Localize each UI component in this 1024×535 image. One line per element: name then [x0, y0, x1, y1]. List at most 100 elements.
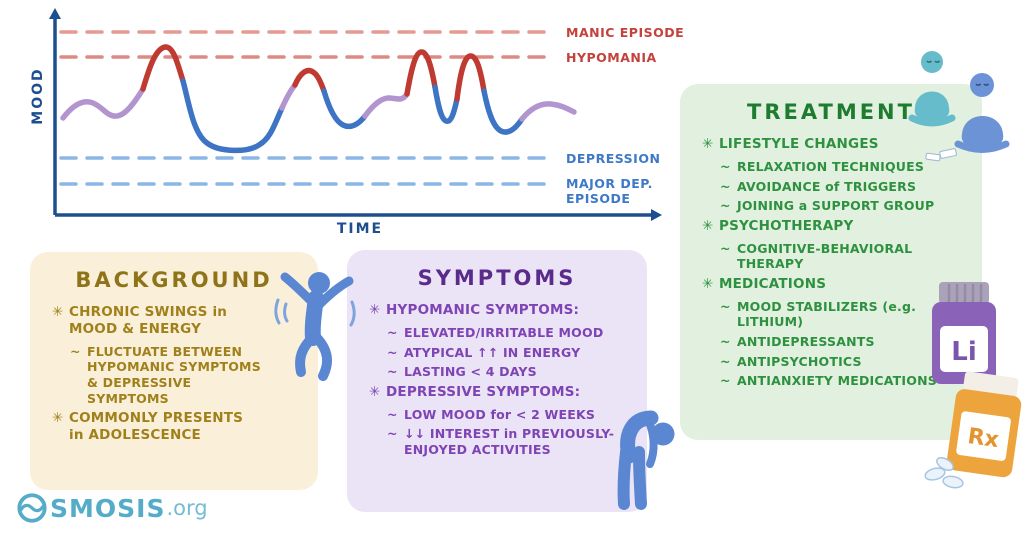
- mood-curve-depressive-trough: [180, 78, 285, 154]
- slumped-figure-illustration: [617, 410, 675, 510]
- list-item: ✳ PSYCHOTHERAPY: [702, 218, 966, 235]
- tilde-bullet-icon: ~: [387, 364, 398, 380]
- list-item: ~ ANTIANXIETY MEDICATIONS: [720, 373, 966, 389]
- pills-icon: [924, 457, 964, 489]
- list-item-text: ANTIDEPRESSANTS: [737, 334, 875, 349]
- mood-curve-baseline-segment: [362, 91, 410, 119]
- meditating-figures-illustration: [908, 51, 1010, 162]
- symptoms-panel: SYMPTOMS ✳ HYPOMANIC SYMPTOMS: ~ ELEVATE…: [347, 250, 647, 512]
- list-item-text: JOINING a SUPPORT GROUP: [737, 198, 935, 214]
- tilde-bullet-icon: ~: [720, 353, 731, 369]
- list-item: ~ AVOIDANCE of TRIGGERS: [720, 179, 966, 195]
- bullet-asterisk-icon: ✳: [702, 136, 714, 152]
- list-item-text: ANTIPSYCHOTICS: [737, 353, 862, 369]
- meditating-figure-teal: [908, 51, 956, 127]
- mood-curve-depressive-dip: [481, 88, 525, 135]
- mood-curve-hypomanic-peak: [292, 67, 327, 94]
- list-item: ✳ LIFESTYLE CHANGES: [702, 136, 966, 153]
- bullet-asterisk-icon: ✳: [369, 302, 381, 318]
- rx-bottle-label: [956, 411, 1011, 461]
- list-item: ✳ COMMONLY PRESENTS in ADOLESCENCE: [52, 410, 302, 444]
- closed-eyes-icon: [975, 83, 990, 87]
- rx-label-text: Rx: [966, 424, 1000, 453]
- list-item: ~ JOINING a SUPPORT GROUP: [720, 198, 966, 214]
- tilde-bullet-icon: ~: [720, 334, 731, 349]
- list-item-text: LIFESTYLE CHANGES: [719, 136, 879, 152]
- lithium-bottle: Li: [932, 282, 996, 384]
- tilde-bullet-icon: ~: [720, 158, 731, 174]
- list-item: ~ FLUCTUATE BETWEEN HYPOMANIC SYMPTOMS &…: [70, 344, 302, 407]
- closed-eyes-icon: [926, 60, 941, 64]
- list-item: ~ MOOD STABILIZERS (e.g. LITHIUM): [720, 299, 966, 330]
- tilde-bullet-icon: ~: [720, 240, 731, 256]
- list-item: ~ ANTIPSYCHOTICS: [720, 354, 966, 370]
- list-item-text: MEDICATIONS: [719, 275, 827, 292]
- lithium-bottle-label: [940, 326, 988, 372]
- tilde-bullet-icon: ~: [720, 198, 731, 214]
- mood-curve-hypomanic-peak: [140, 44, 186, 92]
- list-item-text: LASTING < 4 DAYS: [404, 364, 537, 380]
- list-item: ~ COGNITIVE-BEHAVIORAL THERAPY: [720, 241, 966, 272]
- list-item-text: LOW MOOD for < 2 WEEKS: [404, 406, 596, 422]
- threshold-label-hypomania: HYPOMANIA: [566, 50, 657, 65]
- tilde-bullet-icon: ~: [387, 324, 398, 340]
- mood-curve-depressive-dip: [432, 84, 460, 124]
- chart-x-axis-label: TIME: [336, 221, 384, 237]
- mood-curve-depressive-dip: [321, 88, 368, 130]
- tilde-bullet-icon: ~: [387, 344, 398, 360]
- osmosis-logo: SMOSIS .org: [16, 492, 208, 524]
- scattered-papers-icon: [925, 148, 957, 162]
- list-item: ~ LASTING < 4 DAYS: [387, 364, 631, 380]
- bullet-asterisk-icon: ✳: [369, 383, 381, 400]
- jumping-figure-head: [308, 272, 330, 294]
- mood-curve: [60, 44, 577, 154]
- mood-chart: [49, 8, 662, 221]
- treatment-panel: TREATMENT ✳ LIFESTYLE CHANGES ~ RELAXATI…: [680, 84, 982, 440]
- list-item-text: RELAXATION TECHNIQUES: [737, 158, 925, 174]
- threshold-label-manic-episode: MANIC EPISODE: [566, 25, 685, 40]
- mood-curve-baseline-segment: [60, 86, 146, 121]
- background-panel-title: BACKGROUND: [75, 268, 273, 292]
- lithium-label-text: Li: [951, 337, 976, 367]
- list-item-text: FLUCTUATE BETWEEN HYPOMANIC SYMPTOMS & D…: [87, 343, 261, 406]
- background-panel: BACKGROUND ✳ CHRONIC SWINGS in MOOD & EN…: [30, 252, 318, 490]
- medication-bottles-illustration: Li Rx: [924, 282, 1022, 489]
- list-item: ~ RELAXATION TECHNIQUES: [720, 159, 966, 175]
- bottle-cap-ridges: [947, 284, 983, 302]
- logo-suffix: .org: [166, 496, 208, 520]
- treatment-panel-items: ✳ LIFESTYLE CHANGES ~ RELAXATION TECHNIQ…: [680, 136, 982, 389]
- tilde-bullet-icon: ~: [720, 178, 731, 194]
- slumped-figure-body: [617, 410, 659, 510]
- mood-curve-hypomanic-peak: [454, 53, 487, 102]
- list-item: ~ ATYPICAL ↑↑ IN ENERGY: [387, 345, 631, 361]
- y-axis-arrow: [49, 8, 61, 19]
- list-item-text: COMMONLY PRESENTS in ADOLESCENCE: [69, 410, 244, 444]
- mood-curve-baseline-segment: [279, 82, 298, 111]
- list-item: ~ ↓↓ INTEREST in PREVIOUSLY-ENJOYED ACTI…: [387, 426, 631, 457]
- x-axis-arrow: [651, 209, 662, 221]
- jumping-figure-body: [280, 272, 354, 381]
- bullet-asterisk-icon: ✳: [702, 275, 714, 292]
- slumped-figure-head: [651, 422, 675, 446]
- bullet-asterisk-icon: ✳: [52, 304, 64, 320]
- bullet-asterisk-icon: ✳: [702, 217, 714, 234]
- list-item-text: PSYCHOTHERAPY: [719, 217, 854, 234]
- list-item-text: DEPRESSIVE SYMPTOMS:: [386, 383, 581, 400]
- list-item: ~ ANTIDEPRESSANTS: [720, 334, 966, 350]
- tilde-bullet-icon: ~: [720, 298, 731, 314]
- list-item-text: ↓↓ INTEREST in PREVIOUSLY-ENJOYED ACTIVI…: [404, 426, 615, 457]
- wave-icon: [19, 503, 45, 513]
- rx-bottle: Rx: [946, 371, 1022, 478]
- list-item-text: AVOIDANCE of TRIGGERS: [737, 178, 917, 194]
- threshold-label-depression: DEPRESSION: [566, 151, 661, 166]
- list-item-text: HYPOMANIC SYMPTOMS:: [386, 302, 580, 318]
- mood-curve-hypomanic-peak: [404, 49, 438, 97]
- symptoms-panel-items: ✳ HYPOMANIC SYMPTOMS: ~ ELEVATED/IRRITAB…: [347, 302, 647, 458]
- list-item: ✳ MEDICATIONS: [702, 276, 966, 293]
- list-item-text: ELEVATED/IRRITABLE MOOD: [404, 324, 604, 340]
- list-item-text: MOOD STABILIZERS (e.g. LITHIUM): [737, 298, 917, 330]
- symptoms-panel-title: SYMPTOMS: [417, 266, 577, 290]
- list-item-text: ATYPICAL ↑↑ IN ENERGY: [404, 344, 581, 360]
- jumping-figure-illustration: [274, 272, 356, 381]
